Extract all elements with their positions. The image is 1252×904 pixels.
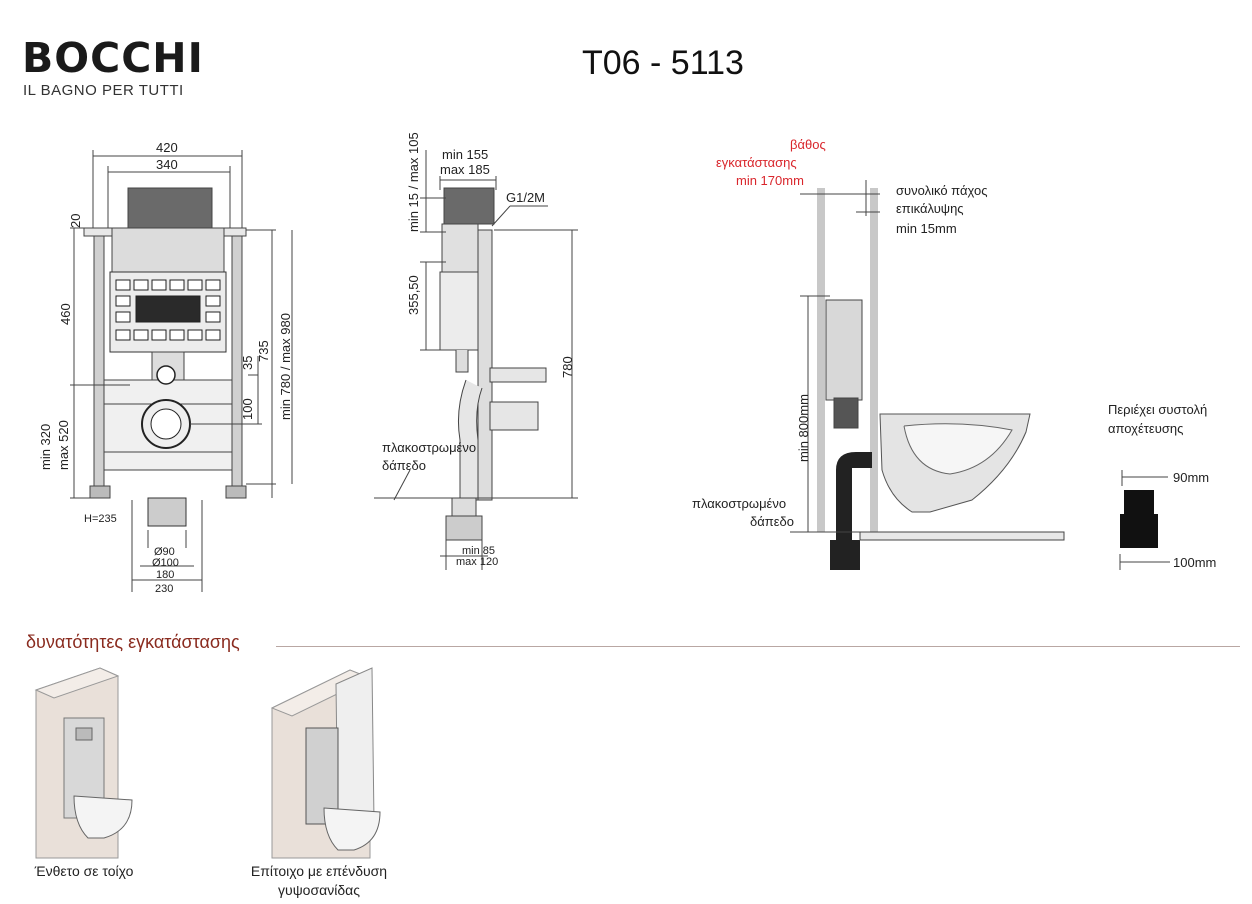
side-dim-g12m: G1/2M xyxy=(506,190,546,205)
front-dim-35: 35 xyxy=(240,355,255,370)
option-drywall-caption-1: Επίτοιχο με επένδυση xyxy=(250,863,388,879)
brand-logo: BOCCHI xyxy=(22,34,204,82)
install-depth-label-3: min 170mm xyxy=(736,173,804,188)
front-dim-20: 20 xyxy=(68,213,83,228)
front-dim-340: 340 xyxy=(156,157,178,172)
product-code: T06 - 5113 xyxy=(582,44,744,82)
side-dim-max185: max 185 xyxy=(440,162,490,177)
options-divider xyxy=(276,646,1240,647)
side-floor-label-1: πλακοστρωμένο xyxy=(382,440,477,455)
brand-tagline: IL BAGNO PER TUTTI xyxy=(23,82,184,99)
front-dim-420: 420 xyxy=(156,140,178,155)
install-depth-label-2: εγκατάστασης xyxy=(716,155,797,170)
front-dim-d90: Ø90 xyxy=(154,546,175,558)
options-heading: δυνατότητες εγκατάστασης xyxy=(26,632,240,652)
install-floor-label-2: δάπεδο xyxy=(750,514,794,529)
side-dim-max120: max 120 xyxy=(456,556,499,568)
shrink-title-1: Περιέχει συστολή xyxy=(1108,402,1208,417)
install-cover-label-3: min 15mm xyxy=(896,221,957,236)
option-in-wall-caption: Ένθετο σε τοίχο xyxy=(34,863,134,879)
side-dim-min155: min 155 xyxy=(442,147,489,162)
side-dim-min85: min 85 xyxy=(462,545,496,557)
front-dim-180: 180 xyxy=(156,569,175,581)
front-dim-100: 100 xyxy=(240,398,255,420)
side-dim-780: 780 xyxy=(560,356,575,378)
install-floor-label-1: πλακοστρωμένο xyxy=(692,496,787,511)
front-dim-780-980: min 780 / max 980 xyxy=(278,313,293,420)
install-cover-label-2: επικάλυψης xyxy=(896,201,964,216)
front-dim-d100: Ø100 xyxy=(152,557,179,569)
side-dim-355: 355,50 xyxy=(406,275,421,315)
front-dim-min320: min 320 xyxy=(38,423,53,470)
install-depth-label-1: βάθος xyxy=(790,137,826,152)
shrink-dim-90: 90mm xyxy=(1173,470,1210,485)
front-dim-230: 230 xyxy=(155,583,174,595)
install-min800: min 800mm xyxy=(796,394,811,462)
shrink-title-2: αποχέτευσης xyxy=(1108,421,1184,436)
shrink-dim-100: 100mm xyxy=(1173,555,1217,570)
option-drywall-caption-2: γυψοσανίδας xyxy=(278,882,360,898)
front-dim-h235: H=235 xyxy=(84,513,117,525)
install-cover-label-1: συνολικό πάχος xyxy=(896,183,988,198)
side-floor-label-2: δάπεδο xyxy=(382,458,426,473)
front-dim-460: 460 xyxy=(58,303,73,325)
side-dim-15-105: min 15 / max 105 xyxy=(406,132,421,232)
front-dim-max520: max 520 xyxy=(56,420,71,470)
front-dim-735: 735 xyxy=(256,340,271,362)
